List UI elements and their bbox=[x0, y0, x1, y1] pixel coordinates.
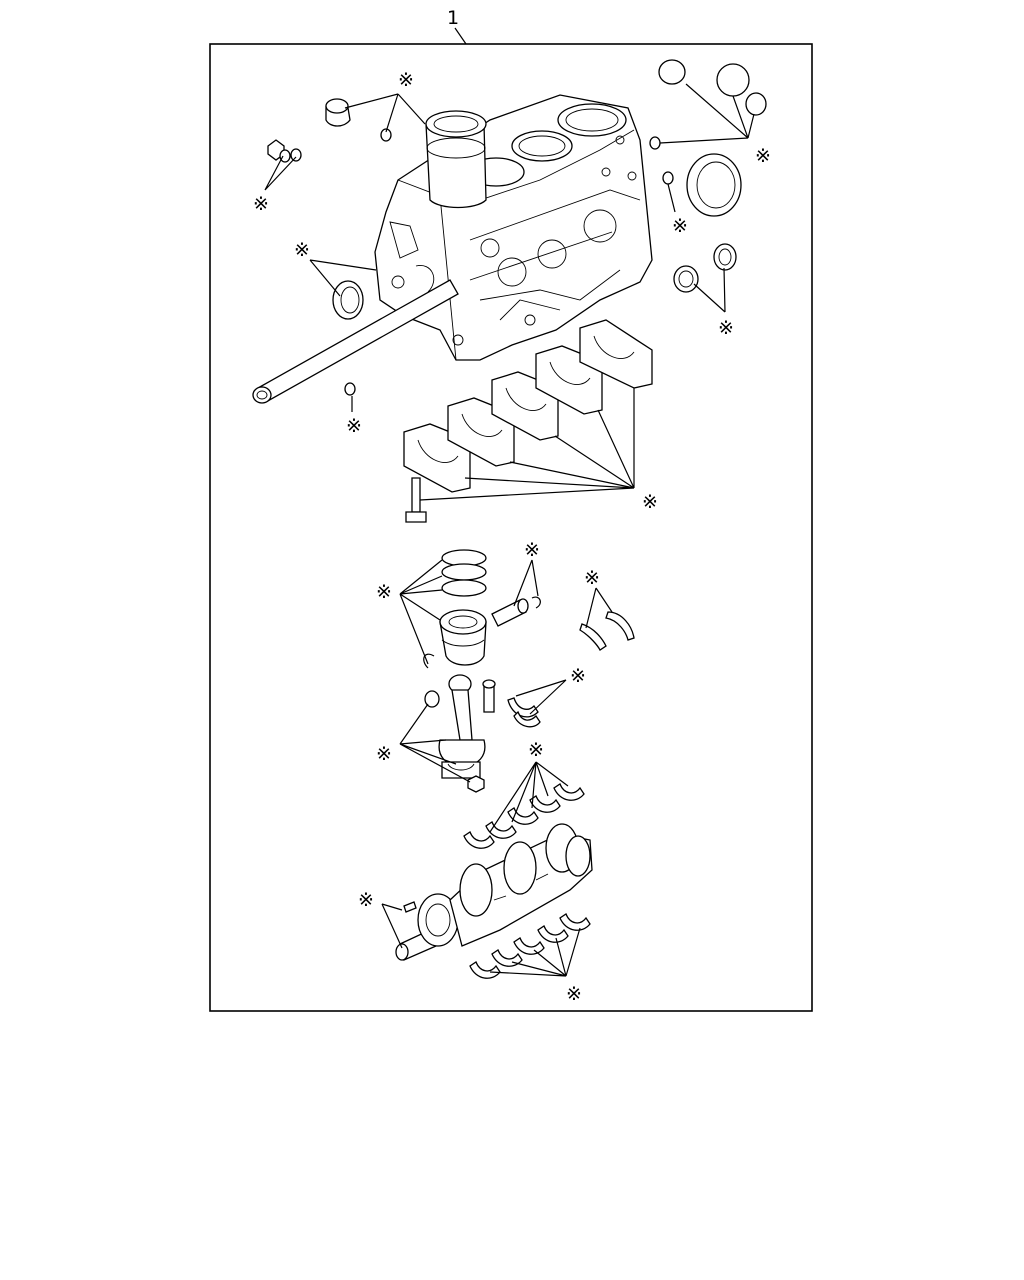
kit-marker: ※ bbox=[755, 145, 771, 167]
crankshaft bbox=[395, 823, 593, 961]
thrust-washers bbox=[579, 611, 635, 651]
kit-marker: ※ bbox=[584, 567, 600, 589]
kit-marker: ※ bbox=[253, 193, 269, 215]
connecting-rod bbox=[424, 674, 496, 793]
leader-lines bbox=[264, 83, 755, 977]
main-bearing-shells-lower bbox=[469, 913, 591, 979]
rod-bearings bbox=[507, 697, 541, 728]
guide-tube bbox=[252, 279, 459, 404]
kit-marker: ※ bbox=[672, 215, 688, 237]
kit-marker: ※ bbox=[294, 239, 310, 261]
cylinder-block bbox=[374, 94, 653, 361]
block-small-parts bbox=[267, 59, 767, 396]
cylinder-liner bbox=[425, 110, 487, 209]
callout-leader bbox=[454, 27, 467, 45]
kit-marker: ※ bbox=[718, 317, 734, 339]
kit-marker: ※ bbox=[570, 665, 586, 687]
kit-marker: ※ bbox=[358, 889, 374, 911]
kit-marker: ※ bbox=[642, 491, 658, 513]
kit-marker: ※ bbox=[376, 581, 392, 603]
kit-marker: ※ bbox=[346, 415, 362, 437]
callout-number: 1 bbox=[447, 7, 459, 29]
kit-marker: ※ bbox=[528, 739, 544, 761]
kit-marker: ※ bbox=[376, 743, 392, 765]
main-bearing-caps bbox=[403, 319, 653, 523]
kit-marker: ※ bbox=[566, 983, 582, 1005]
piston-assembly bbox=[423, 549, 541, 669]
kit-marker: ※ bbox=[398, 69, 414, 91]
kit-marker: ※ bbox=[524, 539, 540, 561]
kit-markers: ※ ※ ※ ※ ※ ※ ※ ※ ※ ※ ※ ※ ※ ※ ※ ※ bbox=[253, 69, 771, 1005]
diagram-frame bbox=[209, 43, 813, 1012]
